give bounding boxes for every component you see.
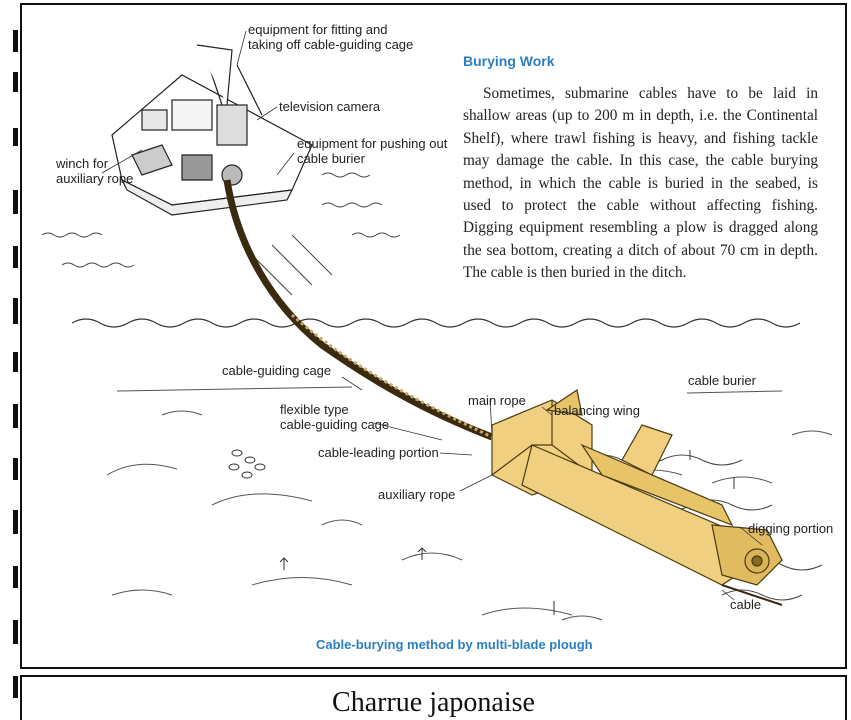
label-fitting-cage-line2: taking off cable-guiding cage: [248, 37, 413, 52]
label-television-camera: television camera: [279, 99, 380, 114]
label-cable-burier: cable burier: [688, 373, 756, 388]
cable-ship: [112, 45, 312, 215]
figure-caption: Cable-burying method by multi-blade plou…: [316, 637, 593, 652]
label-flexible-line2: cable-guiding cage: [280, 417, 389, 432]
label-pushing-out-line2: cable burier: [297, 151, 365, 166]
label-flexible-line1: flexible type: [280, 402, 349, 417]
label-cable: cable: [730, 597, 761, 612]
label-winch-line2: auxiliary rope: [56, 171, 133, 186]
left-edge-text-fragment: [0, 0, 20, 720]
label-main-rope: main rope: [468, 393, 526, 408]
cable-line: [227, 180, 492, 437]
page-caption-box: Charrue japonaise: [20, 675, 847, 720]
label-fitting-cage-line1: equipment for fitting and: [248, 22, 387, 37]
label-auxiliary-rope: auxiliary rope: [378, 487, 455, 502]
label-digging-portion: digging portion: [748, 521, 833, 536]
label-pushing-out-line1: equipment for pushing out: [297, 136, 447, 151]
sea-surface-line: [72, 319, 800, 327]
section-title: Burying Work: [463, 53, 555, 69]
page-caption: Charrue japonaise: [22, 687, 845, 719]
cable-burier-plough: [492, 390, 782, 585]
label-cable-guiding-cage: cable-guiding cage: [222, 363, 331, 378]
label-balancing-wing: balancing wing: [554, 403, 640, 418]
label-winch-line1: winch for: [56, 156, 108, 171]
figure-frame: equipment for fitting and taking off cab…: [20, 3, 847, 669]
label-cable-leading-portion: cable-leading portion: [318, 445, 439, 460]
section-body-text: Sometimes, submarine cables have to be l…: [463, 83, 818, 285]
fish-school: [229, 450, 265, 478]
